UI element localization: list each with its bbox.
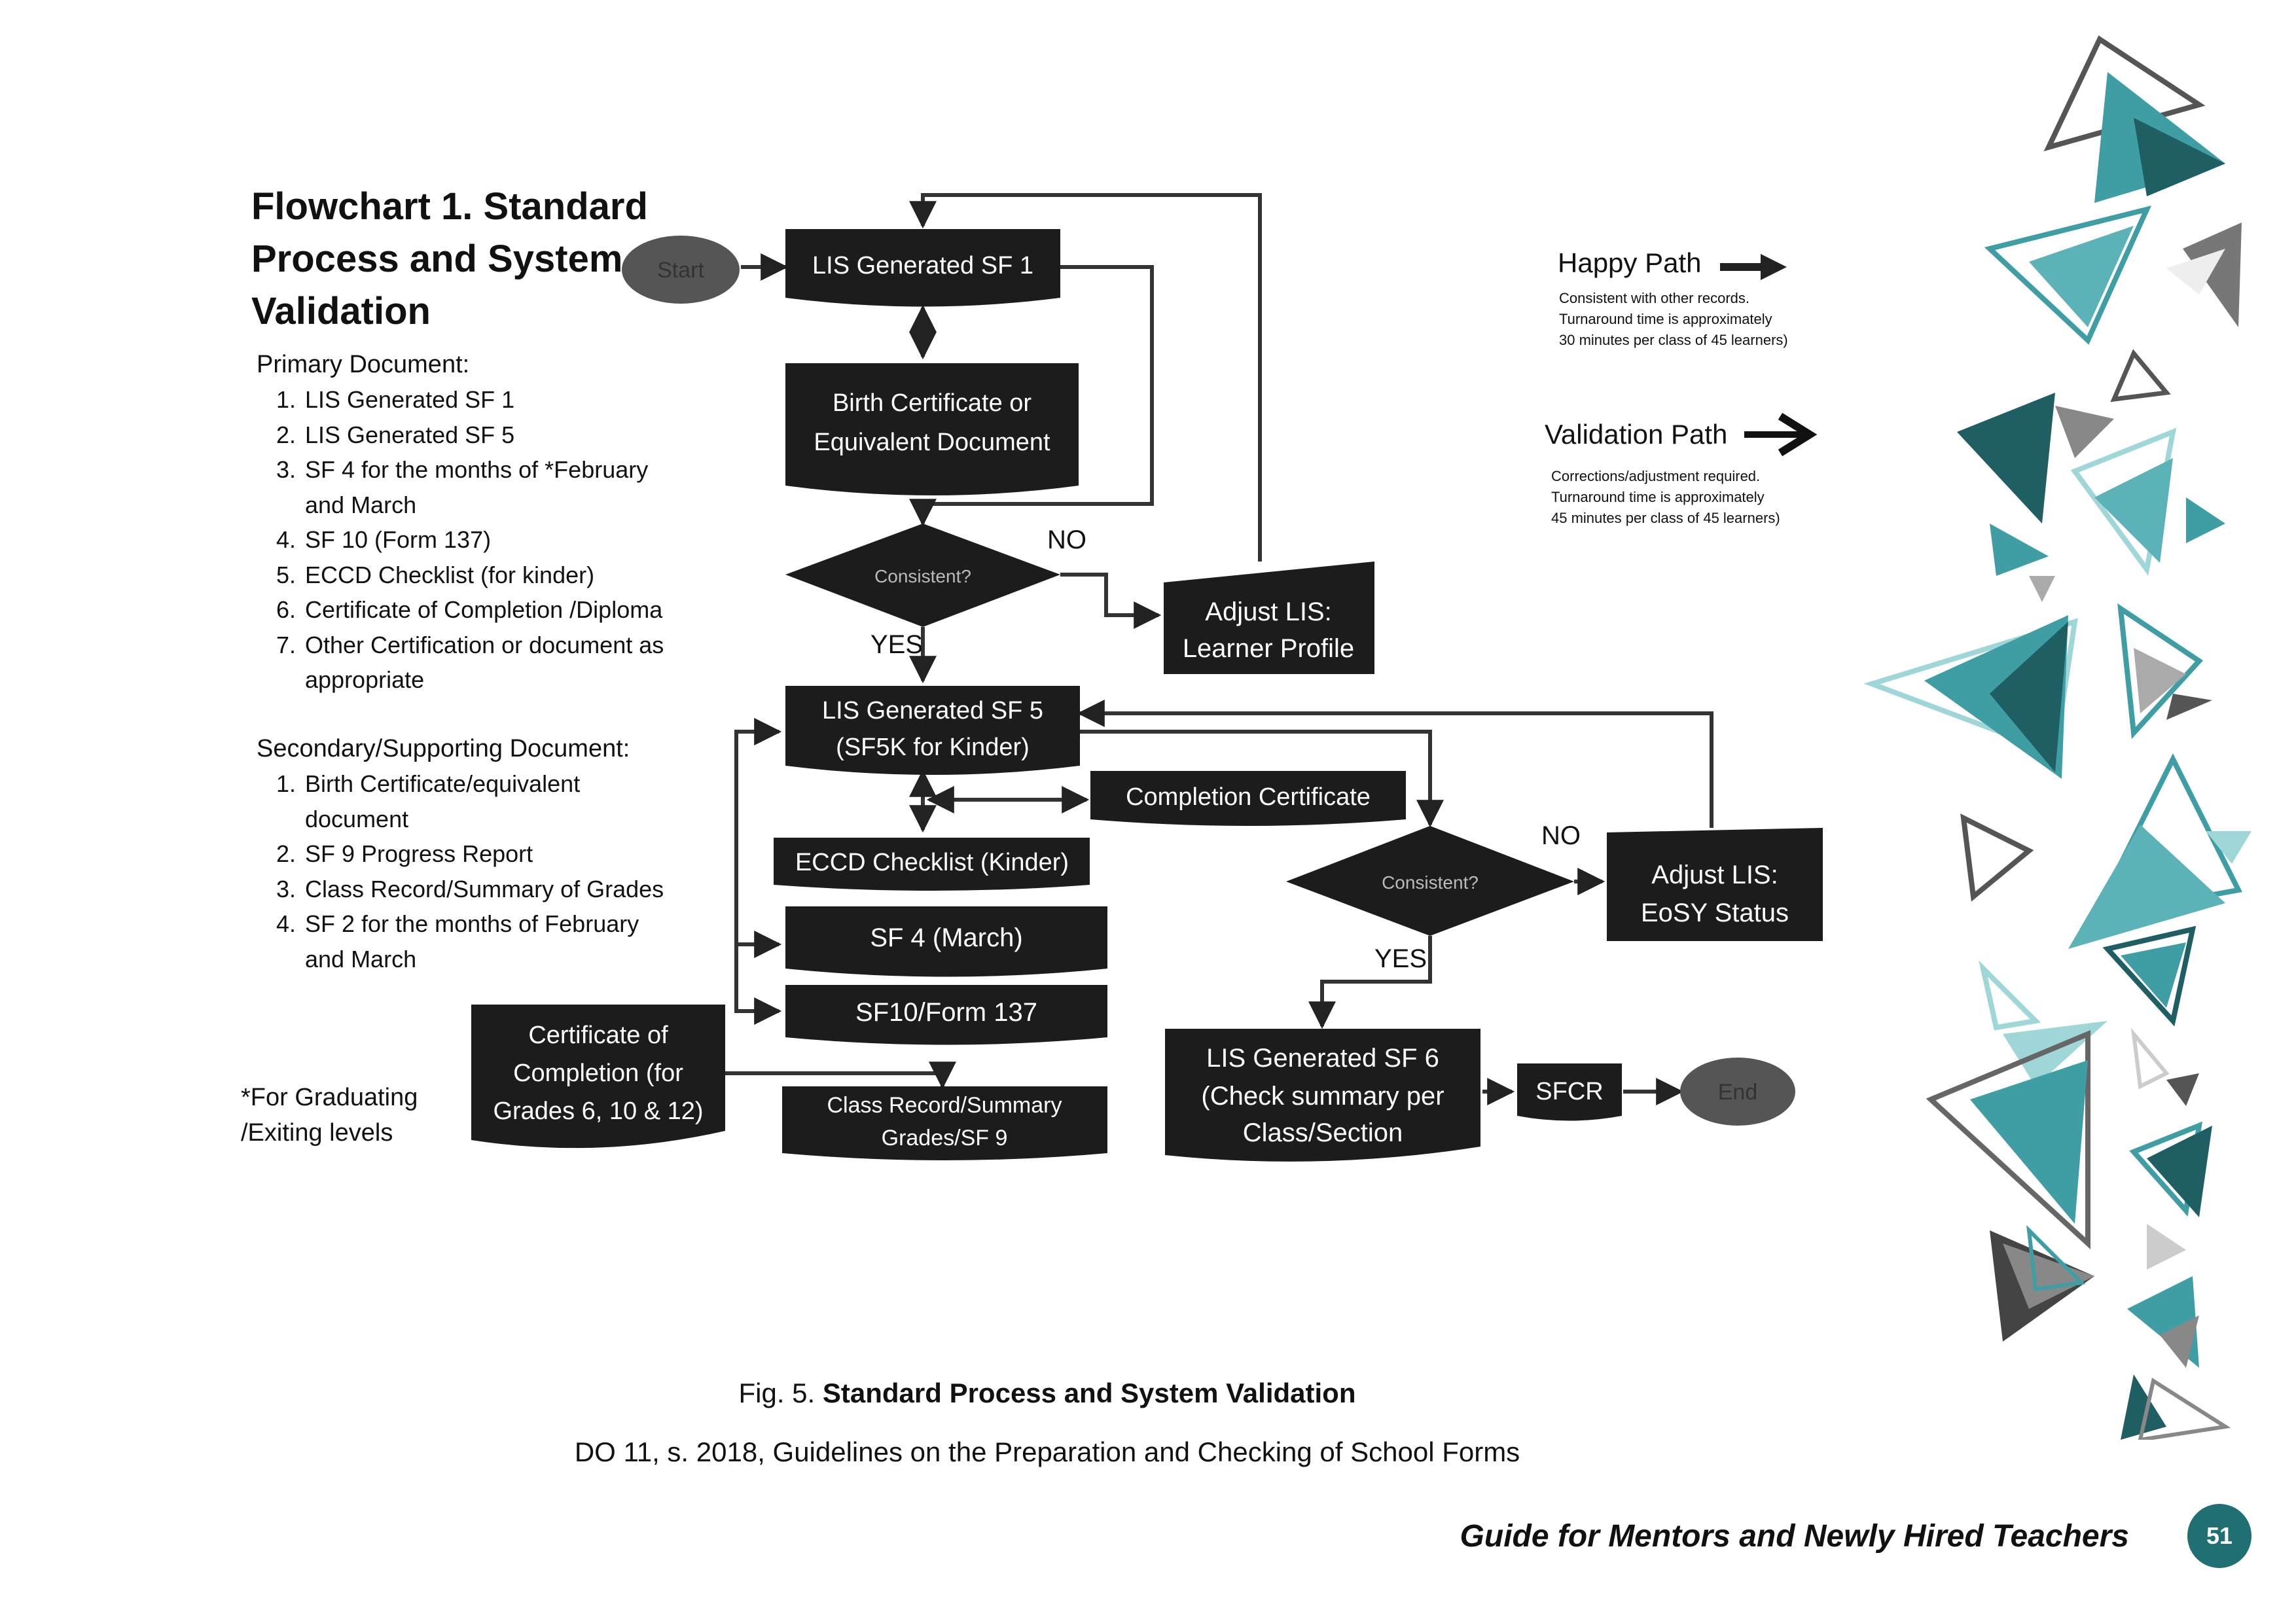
yes-1-label: YES — [870, 630, 923, 659]
sf4-label: SF 4 (March) — [870, 923, 1022, 952]
sf10-box — [785, 985, 1107, 1045]
list-item: Class Record/Summary of Grades — [302, 872, 715, 907]
birth-line-2: Equivalent Document — [814, 429, 1050, 456]
no-2-label: NO — [1541, 821, 1581, 850]
completion-certificate-box — [1090, 771, 1406, 826]
adjust-eosy-line-2: EoSY Status — [1641, 899, 1789, 927]
list-item: LIS Generated SF 5 — [302, 418, 715, 453]
validation-path-title: Validation Path — [1545, 419, 1728, 450]
start-terminator — [622, 236, 740, 304]
cert-completion-line-2: Completion (for — [513, 1060, 683, 1087]
list-item: ECCD Checklist (for kinder) — [302, 558, 715, 593]
sfcr-box — [1517, 1063, 1622, 1121]
figure-title: Standard Process and System Validation — [822, 1378, 1356, 1408]
adjust-profile-line-1: Adjust LIS: — [1205, 597, 1331, 626]
sf6-line-3: Class/Section — [1243, 1118, 1403, 1147]
validation-path-description: Corrections/adjustment required. Turnaro… — [1551, 466, 1780, 529]
figure-number: Fig. 5. — [738, 1378, 823, 1408]
list-item: SF 10 (Form 137) — [302, 522, 715, 558]
legend-line: Consistent with other records. — [1559, 290, 1750, 306]
sf1-box — [785, 229, 1060, 307]
adjust-learner-profile-box — [1164, 562, 1374, 674]
certificate-of-completion-box — [471, 1005, 725, 1149]
graduating-note: *For Graduating /Exiting levels — [241, 1080, 418, 1150]
sf5-line-2: (SF5K for Kinder) — [836, 734, 1030, 761]
list-item: SF 2 for the months of February and Marc… — [302, 906, 672, 976]
sf4-box — [785, 906, 1107, 977]
sf6-line-2: (Check summary per — [1201, 1082, 1444, 1111]
list-item: SF 4 for the months of *February and Mar… — [302, 452, 672, 522]
page-number: 51 — [2187, 1504, 2251, 1568]
legend-line: 45 minutes per class of 45 learners) — [1551, 510, 1780, 526]
secondary-heading: Secondary/Supporting Document: — [257, 735, 630, 762]
consistent-decision-2 — [1286, 826, 1574, 936]
legend-line: 30 minutes per class of 45 learners) — [1559, 332, 1788, 348]
cert-completion-line-1: Certificate of — [528, 1022, 668, 1049]
sf6-line-1: LIS Generated SF 6 — [1206, 1044, 1439, 1073]
note-line: /Exiting levels — [241, 1119, 393, 1147]
birth-certificate-box — [785, 363, 1079, 495]
primary-heading: Primary Document: — [257, 351, 470, 378]
secondary-documents: Secondary/Supporting Document: Birth Cer… — [257, 731, 715, 976]
adjust-eosy-status-box — [1607, 828, 1823, 941]
cert-completion-line-3: Grades 6, 10 & 12) — [493, 1097, 703, 1125]
list-item: Birth Certificate/equivalent document — [302, 766, 645, 836]
birth-line-1: Birth Certificate or — [833, 389, 1031, 417]
sf10-label: SF10/Form 137 — [855, 998, 1037, 1027]
consistent-2-label: Consistent? — [1382, 872, 1479, 893]
class-record-line-2: Grades/SF 9 — [882, 1126, 1008, 1150]
figure-caption: Fig. 5. Standard Process and System Vali… — [0, 1378, 2094, 1409]
adjust-eosy-line-1: Adjust LIS: — [1651, 861, 1778, 889]
sf5-line-1: LIS Generated SF 5 — [822, 697, 1043, 724]
list-item: LIS Generated SF 1 — [302, 382, 715, 418]
sf5-box — [785, 686, 1080, 775]
footer-title: Guide for Mentors and Newly Hired Teache… — [1460, 1519, 2129, 1554]
legend-line: Turnaround time is approximately — [1559, 311, 1772, 327]
list-item: Other Certification or document as appro… — [302, 628, 711, 698]
class-record-box — [782, 1086, 1107, 1160]
flowchart-title: Flowchart 1. Standard Process and System… — [251, 185, 648, 332]
adjust-profile-line-2: Learner Profile — [1183, 634, 1354, 663]
flow-connectors — [725, 193, 1713, 1105]
note-line: *For Graduating — [241, 1084, 418, 1111]
end-terminator — [1680, 1058, 1795, 1126]
happy-path-description: Consistent with other records. Turnaroun… — [1559, 288, 1788, 351]
eccd-label: ECCD Checklist (Kinder) — [795, 849, 1069, 876]
no-1-label: NO — [1047, 526, 1086, 554]
sf1-label: LIS Generated SF 1 — [812, 252, 1033, 279]
happy-path-arrow-icon — [1720, 254, 1787, 280]
consistent-decision-1 — [785, 524, 1060, 627]
completion-certificate-label: Completion Certificate — [1126, 783, 1371, 811]
decorative-triangles — [1863, 35, 2251, 1440]
happy-path-title: Happy Path — [1558, 247, 1702, 278]
start-label: Start — [657, 258, 704, 283]
legend-line: Turnaround time is approximately — [1551, 489, 1765, 505]
yes-2-label: YES — [1374, 944, 1427, 973]
primary-documents: Primary Document: LIS Generated SF 1 LIS… — [257, 347, 715, 698]
list-item: SF 9 Progress Report — [302, 836, 715, 872]
validation-path-arrow-icon — [1744, 412, 1818, 457]
consistent-1-label: Consistent? — [874, 566, 971, 586]
figure-source: DO 11, s. 2018, Guidelines on the Prepar… — [574, 1436, 1520, 1467]
sfcr-label: SFCR — [1535, 1078, 1603, 1105]
sf6-box — [1165, 1029, 1480, 1162]
end-label: End — [1718, 1080, 1758, 1105]
eccd-checklist-box — [774, 838, 1090, 891]
class-record-line-1: Class Record/Summary — [827, 1093, 1062, 1118]
legend-line: Corrections/adjustment required. — [1551, 468, 1761, 484]
list-item: Certificate of Completion /Diploma — [302, 592, 715, 628]
